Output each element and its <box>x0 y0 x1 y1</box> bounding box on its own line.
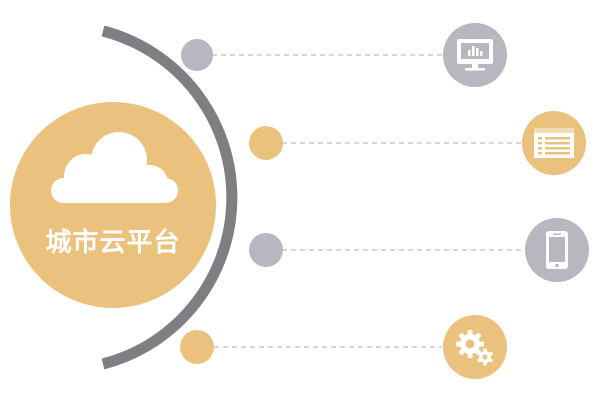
gear-tooth <box>483 348 487 352</box>
channel-smartphone <box>525 218 589 282</box>
gear-tooth <box>488 351 493 356</box>
monitor-icon <box>457 39 493 71</box>
hub-label: 城市云平台 <box>45 227 180 258</box>
connection-arc <box>101 25 238 370</box>
channel-monitor <box>443 23 507 87</box>
document-list-icon <box>534 128 574 158</box>
channel-settings <box>443 315 507 379</box>
gear-icon <box>456 330 493 366</box>
arc-node-1 <box>181 39 213 71</box>
arc-node-2 <box>249 126 283 160</box>
gear-tooth <box>488 358 493 363</box>
gear-tooth <box>483 362 487 366</box>
gear-tooth <box>475 332 482 339</box>
gear-tooth <box>458 349 465 356</box>
gear-tooth <box>477 351 482 356</box>
hub-circle <box>10 102 216 308</box>
gear-tooth <box>467 353 473 358</box>
gear-tooth <box>477 358 482 363</box>
channel-document <box>522 111 586 175</box>
gear-tooth <box>479 341 484 347</box>
gear-tooth <box>467 330 473 335</box>
cloud-icon <box>51 132 178 203</box>
connector-lines <box>212 54 524 348</box>
smartphone-icon <box>546 231 568 269</box>
gear-tooth <box>458 332 465 339</box>
arc-node-4 <box>180 330 214 364</box>
gear-tooth <box>456 341 461 347</box>
arc-node-3 <box>249 233 283 267</box>
hub: 城市云平台 <box>10 102 216 308</box>
